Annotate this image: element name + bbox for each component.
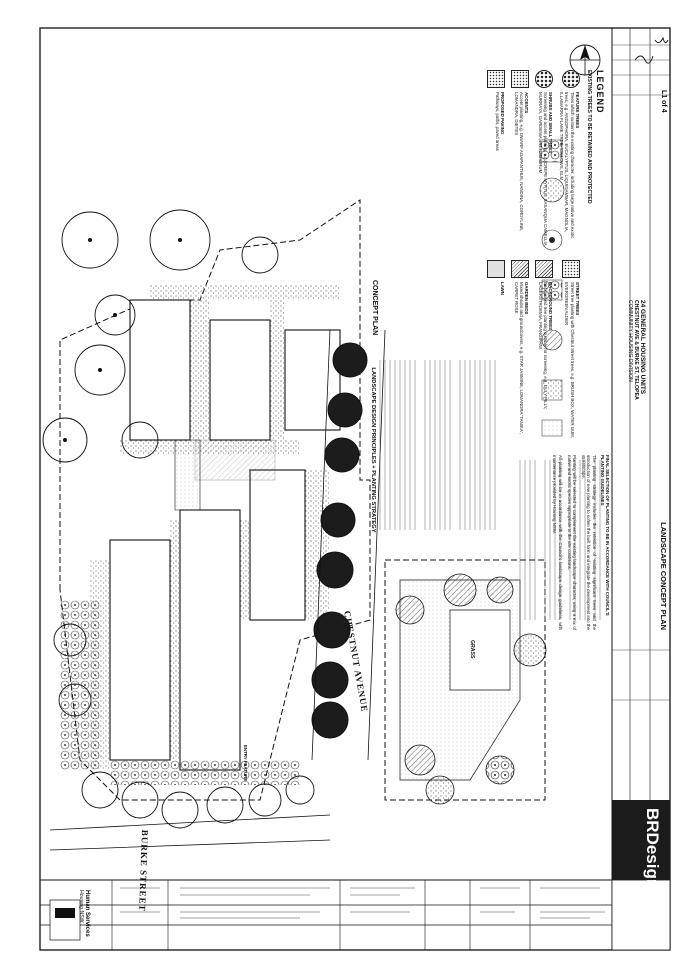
- notes-heading: FINAL SELECTION OF PLANTING TO BE IN ACC…: [599, 455, 610, 616]
- project-line-1: 24 GENERAL HOUSING UNITS: [639, 300, 646, 395]
- notes-paragraph: The planting strategy includes the reten…: [581, 455, 597, 630]
- client-sub: Housing NSW: [77, 890, 84, 923]
- notes-paragraph: All planting will be in accordance with …: [552, 455, 563, 630]
- housing-nsw-logo: [49, 899, 81, 941]
- legend-symbol-icon: [561, 260, 580, 278]
- principles-text-block: [379, 360, 496, 530]
- legend-detail: Accent planting, e.g. DWARF AGAPANTHUS, …: [513, 92, 524, 232]
- legend-detail: Pathways, paths, paved areas: [494, 92, 500, 151]
- sheet-number: L1 of 4: [660, 90, 667, 113]
- site-south-block: [384, 559, 547, 805]
- brdesign-logo: [612, 800, 670, 880]
- concept-plan-title: CONCEPT PLAN: [371, 280, 378, 336]
- legend-heading: LAWN: [499, 282, 505, 295]
- project-line-2: CHESTNUT AVE & BURKE ST, TELOPEA: [633, 300, 639, 400]
- legend-detail: Trees which sustain the existing charact…: [559, 92, 575, 239]
- building-e: [209, 319, 271, 441]
- legend-symbols: [539, 139, 565, 437]
- legend-symbol-icon: [534, 70, 553, 88]
- title-block: [40, 28, 671, 951]
- legend-symbol-icon: [534, 260, 553, 278]
- division-text: COMMUNITY HOUSING DIVISION: [626, 300, 633, 382]
- brdesign-logo-text: BRDesign: [643, 808, 662, 890]
- legend-symbol-icon: [486, 70, 505, 88]
- sheet-title: LANDSCAPE CONCEPT PLAN: [659, 522, 668, 630]
- legend-heading: GARDEN BEDS: [523, 282, 529, 315]
- existing-trees-north: [42, 209, 279, 463]
- legend-detail: Street tree planting with Chestnut Stree…: [564, 282, 575, 439]
- building-b: [179, 509, 241, 771]
- sheet-border: [39, 27, 671, 951]
- legend-symbol-icon: [561, 70, 580, 88]
- legend-heading: ACCENTS: [523, 92, 529, 114]
- legend-symbol-icon: [486, 260, 505, 278]
- legend-detail: Mixed shrubs and groundcovers, e.g. STAR…: [513, 282, 524, 434]
- legend-detail: Screening and accent planting, e.g. CREP…: [537, 92, 548, 247]
- legend-symbol-icon: [510, 260, 529, 278]
- legend-symbol-icon: [510, 70, 529, 88]
- notes-text-lines: [519, 460, 601, 620]
- building-a: [109, 539, 171, 761]
- legend-heading: BACKGROUND TREES: [547, 282, 553, 331]
- legend-item: LAWN: [486, 260, 505, 440]
- legend-title: LEGEND: [595, 70, 605, 114]
- building-d: [129, 299, 191, 441]
- legend-heading: PROPOSED PAVING: [499, 92, 505, 135]
- principles-heading: LANDSCAPE DESIGN PRINCIPLES + PLANTING S…: [370, 367, 376, 533]
- north-arrow: [569, 44, 601, 76]
- legend-detail: Background tree planting suitable for sc…: [537, 282, 548, 410]
- notes-paragraph: Planting will be selected to complement …: [566, 455, 577, 630]
- legend-heading: FEATURE TREES: [574, 92, 580, 129]
- legend-heading: SHRUBS AND SMALL TREES: [547, 92, 553, 154]
- notes-paragraphs: The planting strategy includes the reten…: [552, 455, 596, 630]
- entry-feature-text: ENTRY FEATURE: [243, 745, 248, 782]
- client-org: Human Services: [84, 890, 90, 937]
- legend-heading: STREET TREES: [574, 282, 580, 316]
- grass-text: GRASS: [469, 640, 475, 659]
- legend-existing-note: EXISTING TREES TO BE RETAINED AND PROTEC…: [586, 70, 592, 204]
- building-c: [249, 469, 306, 621]
- chestnut-avenue-street-trees: [311, 342, 368, 739]
